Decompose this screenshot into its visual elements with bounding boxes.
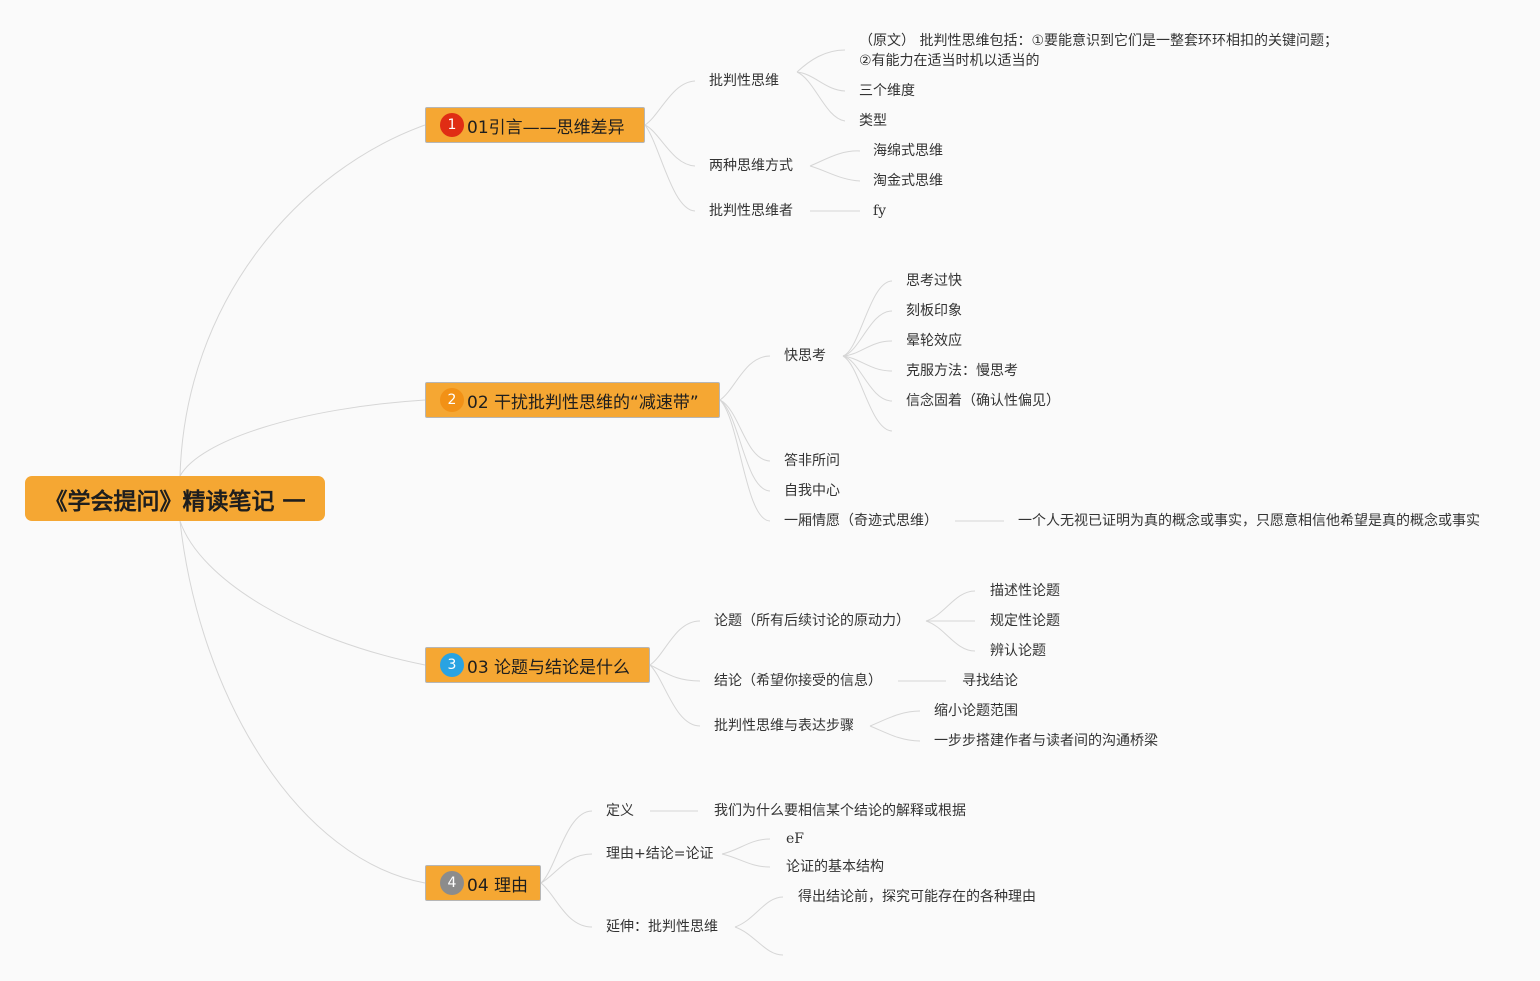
topic-1[interactable]: 1 01引言——思维差异 — [425, 107, 645, 143]
node-critical-thinker[interactable]: 批判性思维者 — [709, 203, 793, 219]
node-wishful-thinking[interactable]: 一厢情愿（奇迹式思维） — [784, 513, 938, 529]
mindmap-root[interactable]: 《学会提问》精读笔记 一 — [25, 476, 325, 521]
node-wishful-definition[interactable]: 一个人无视已证明为真的概念或事实，只愿意相信他希望是真的概念或事实 — [1018, 513, 1480, 529]
node-original-text-line2[interactable]: ②有能力在适当时机以适当的 — [859, 53, 1040, 69]
node-descriptive-issue[interactable]: 描述性论题 — [990, 583, 1060, 599]
node-types[interactable]: 类型 — [859, 113, 887, 129]
node-narrow-issue[interactable]: 缩小论题范围 — [934, 703, 1018, 719]
topic-label: 04 理由 — [467, 875, 529, 896]
node-definition[interactable]: 定义 — [606, 803, 634, 819]
node-halo-effect[interactable]: 晕轮效应 — [906, 333, 962, 349]
node-issue[interactable]: 论题（所有后续讨论的原动力） — [714, 613, 910, 629]
root-label: 《学会提问》精读笔记 一 — [44, 488, 306, 515]
node-fast-thinking[interactable]: 快思考 — [784, 348, 826, 364]
topic-label: 02 干扰批判性思维的“减速带” — [467, 392, 699, 413]
node-expression-steps[interactable]: 批判性思维与表达步骤 — [714, 718, 854, 734]
node-stereotype[interactable]: 刻板印象 — [906, 303, 962, 319]
node-argument-structure[interactable]: 论证的基本结构 — [786, 859, 884, 875]
node-identify-issue[interactable]: 辨认论题 — [990, 643, 1046, 659]
node-prescriptive-issue[interactable]: 规定性论题 — [990, 613, 1060, 629]
node-two-thinking-modes[interactable]: 两种思维方式 — [709, 158, 793, 174]
topic-4[interactable]: 4 04 理由 — [425, 865, 541, 901]
node-panning-thinking[interactable]: 淘金式思维 — [873, 173, 943, 189]
node-explore-reasons[interactable]: 得出结论前，探究可能存在的各种理由 — [798, 889, 1036, 905]
topic-label: 01引言——思维差异 — [467, 117, 625, 138]
node-argument-formula[interactable]: 理由+结论=论证 — [606, 846, 714, 862]
node-belief-perseverance[interactable]: 信念固着（确认性偏见） — [906, 393, 1060, 409]
node-original-text-line1[interactable]: （原文） 批判性思维包括：①要能意识到它们是一整套环环相扣的关键问题； — [859, 33, 1338, 49]
node-critical-thinking[interactable]: 批判性思维 — [709, 73, 779, 89]
node-three-dimensions[interactable]: 三个维度 — [859, 83, 915, 99]
node-irrelevant-answer[interactable]: 答非所问 — [784, 453, 840, 469]
node-ef[interactable]: eF — [786, 831, 804, 847]
node-sponge-thinking[interactable]: 海绵式思维 — [873, 143, 943, 159]
node-fy[interactable]: fy — [873, 203, 887, 219]
topic-3[interactable]: 3 03 论题与结论是什么 — [425, 647, 650, 683]
topic-number-badge: 1 — [440, 113, 464, 137]
topic-label: 03 论题与结论是什么 — [467, 657, 631, 678]
topic-number-badge: 3 — [440, 653, 464, 677]
node-slow-thinking[interactable]: 克服方法：慢思考 — [906, 363, 1018, 379]
topic-number-badge: 4 — [440, 871, 464, 895]
topic-number-badge: 2 — [440, 388, 464, 412]
node-conclusion[interactable]: 结论（希望你接受的信息） — [714, 673, 882, 689]
node-thinking-too-fast[interactable]: 思考过快 — [906, 273, 962, 289]
node-self-centered[interactable]: 自我中心 — [784, 483, 840, 499]
topic-2[interactable]: 2 02 干扰批判性思维的“减速带” — [425, 382, 720, 418]
node-build-bridge[interactable]: 一步步搭建作者与读者间的沟通桥梁 — [934, 733, 1158, 749]
node-reason-definition[interactable]: 我们为什么要相信某个结论的解释或根据 — [714, 803, 966, 819]
node-find-conclusion[interactable]: 寻找结论 — [962, 673, 1018, 689]
node-extension[interactable]: 延伸：批判性思维 — [606, 919, 718, 935]
